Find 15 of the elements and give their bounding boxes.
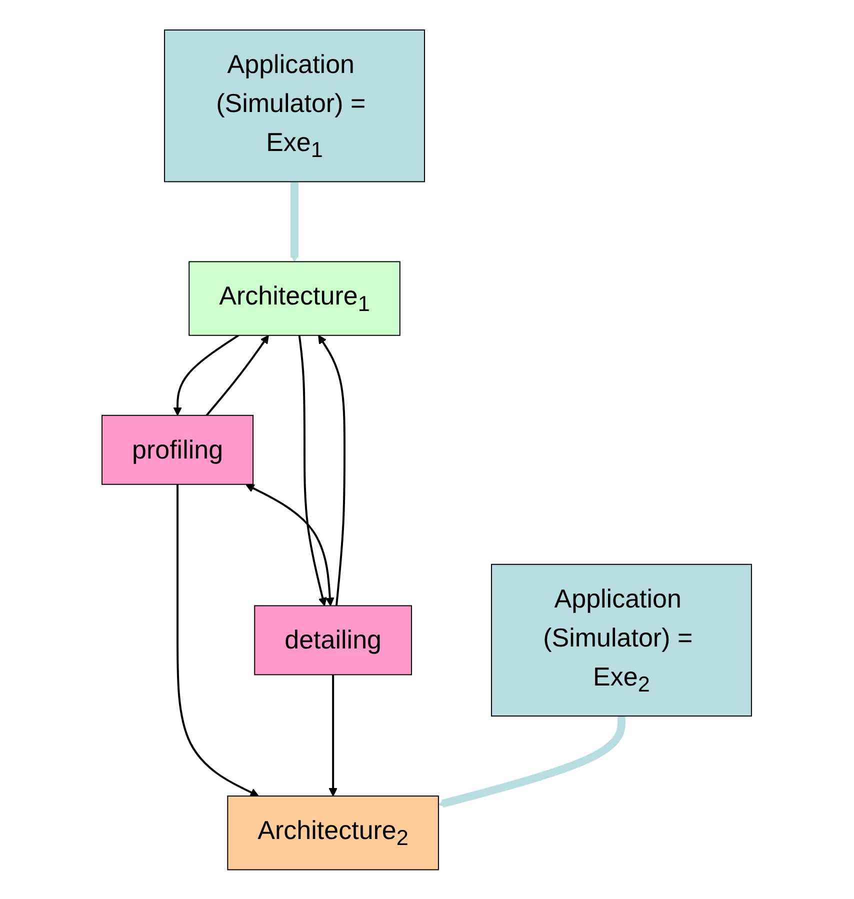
arrow (318, 334, 346, 606)
arrow (290, 181, 300, 262)
arrow (173, 334, 240, 416)
arrow (438, 716, 626, 808)
node-box: Application (Simulator) = Exe$_{2}$ (491, 564, 752, 716)
node-box: Architecture$_{1}$ (188, 260, 401, 336)
node-box: Architecture$_{2}$ (227, 795, 440, 870)
arrow (328, 674, 338, 796)
node-box: detailing (254, 604, 412, 675)
arrow (176, 484, 260, 796)
node-box: profiling (102, 414, 254, 484)
node-box: Application (Simulator) = Exe$_{1}$ (164, 29, 426, 182)
arrow (246, 484, 335, 606)
arrow (298, 334, 328, 606)
arrow (206, 334, 270, 416)
